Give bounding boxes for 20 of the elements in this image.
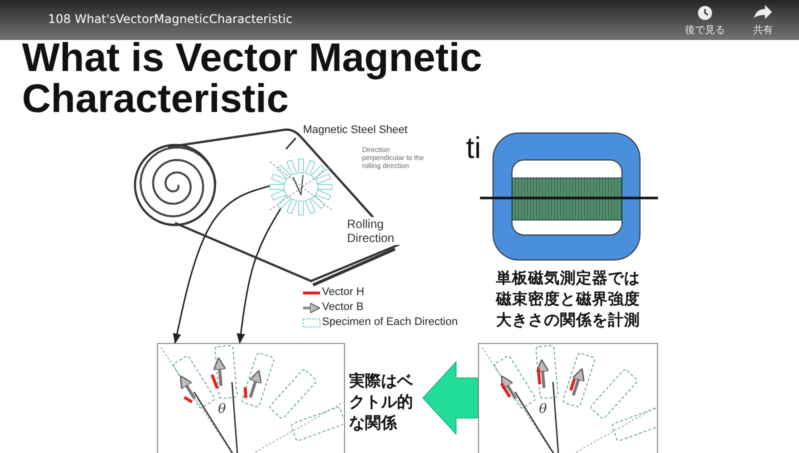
block-arrow: [422, 360, 478, 436]
partial-word: ti: [466, 132, 482, 166]
slide-heading: What is Vector Magnetic Characteristic: [22, 38, 484, 120]
single-sheet-tester-drawing: [480, 133, 658, 260]
caption: 単板磁気測定器では磁束密度と磁界強度大きさの関係を計測: [496, 268, 641, 331]
legend-text: Vector B: [322, 301, 364, 313]
legend-text: Vector H: [322, 286, 364, 298]
angle-label: θ: [218, 402, 226, 417]
share-label: 共有: [752, 24, 774, 37]
legend-text: Specimen of Each Direction: [322, 316, 458, 328]
video-title: 108 What'sVectorMagneticCharacteristic: [48, 12, 294, 26]
arrow: [236, 208, 282, 344]
rolling-direction-label: Rolling Direction: [347, 217, 399, 245]
leader-line: [285, 138, 296, 150]
specimen-ring-drawing: [270, 159, 332, 215]
part-label: Magnetic Steel Sheet: [303, 124, 408, 136]
edge-label: 実際はベクトル的な関係: [349, 370, 414, 433]
watch-later-label: 後で見る: [684, 24, 726, 37]
angle-label: θ: [539, 402, 547, 417]
arrow: [172, 185, 270, 344]
